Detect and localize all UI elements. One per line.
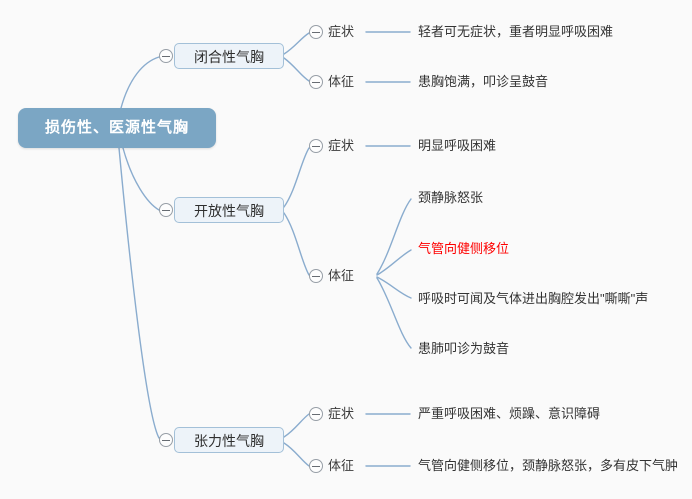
leaf-node[interactable]: 患胸饱满，叩诊呈鼓音 bbox=[418, 74, 549, 89]
leaf-node[interactable]: 气管向健侧移位，颈静脉怒张，多有皮下气肿 bbox=[418, 458, 679, 473]
connector-b2-sign-leaf2 bbox=[376, 249, 412, 276]
connector-branch3-symptom bbox=[283, 413, 310, 438]
sub-node-signs[interactable]: 体征 bbox=[328, 268, 355, 283]
connector-b2-sign-leaf3 bbox=[376, 276, 412, 299]
sub-node-symptoms[interactable]: 症状 bbox=[328, 406, 355, 421]
sub-node-signs[interactable]: 体征 bbox=[328, 74, 355, 89]
collapse-minus-circle-icon[interactable] bbox=[309, 75, 323, 89]
connector-b2-sign-leaf4 bbox=[376, 277, 412, 349]
leaf-node[interactable]: 呼吸时可闻及气体进出胸腔发出"嘶嘶"声 bbox=[418, 291, 649, 306]
leaf-node[interactable]: 严重呼吸困难、烦躁、意识障碍 bbox=[418, 406, 601, 421]
sub-node-symptoms[interactable]: 症状 bbox=[328, 138, 355, 153]
collapse-minus-circle-icon[interactable] bbox=[159, 49, 173, 63]
collapse-minus-circle-icon[interactable] bbox=[309, 25, 323, 39]
collapse-minus-circle-icon[interactable] bbox=[159, 203, 173, 217]
leaf-node[interactable]: 颈静脉怒张 bbox=[418, 190, 484, 205]
connector-root-branch1 bbox=[120, 56, 160, 109]
root-node[interactable]: 损伤性、医源性气胸 bbox=[18, 108, 216, 148]
sub-node-symptoms[interactable]: 症状 bbox=[328, 24, 355, 39]
branch-node-open-pneumothorax[interactable]: 开放性气胸 bbox=[174, 197, 284, 223]
collapse-minus-circle-icon[interactable] bbox=[159, 433, 173, 447]
branch-node-closed-pneumothorax[interactable]: 闭合性气胸 bbox=[174, 43, 284, 69]
connector-branch1-sign bbox=[283, 57, 310, 82]
branch-node-tension-pneumothorax[interactable]: 张力性气胸 bbox=[174, 427, 284, 453]
leaf-node-highlighted[interactable]: 气管向健侧移位 bbox=[418, 241, 510, 256]
leaf-node[interactable]: 明显呼吸困难 bbox=[418, 138, 497, 153]
leaf-node[interactable]: 患肺叩诊为鼓音 bbox=[418, 341, 510, 356]
leaf-node[interactable]: 轻者可无症状，重者明显呼吸困难 bbox=[418, 24, 614, 39]
connector-b2-sign-leaf1 bbox=[376, 198, 412, 275]
collapse-minus-circle-icon[interactable] bbox=[309, 459, 323, 473]
connector-branch3-sign bbox=[283, 442, 310, 467]
collapse-minus-circle-icon[interactable] bbox=[309, 407, 323, 421]
collapse-minus-circle-icon[interactable] bbox=[309, 269, 323, 283]
sub-node-signs[interactable]: 体征 bbox=[328, 458, 355, 473]
connector-root-branch2 bbox=[122, 147, 160, 211]
connector-branch2-symptom bbox=[283, 147, 310, 208]
collapse-minus-circle-icon[interactable] bbox=[309, 139, 323, 153]
connector-branch1-symptom bbox=[283, 32, 310, 55]
connector-root-branch3 bbox=[118, 147, 160, 439]
connector-branch2-sign bbox=[283, 212, 310, 276]
